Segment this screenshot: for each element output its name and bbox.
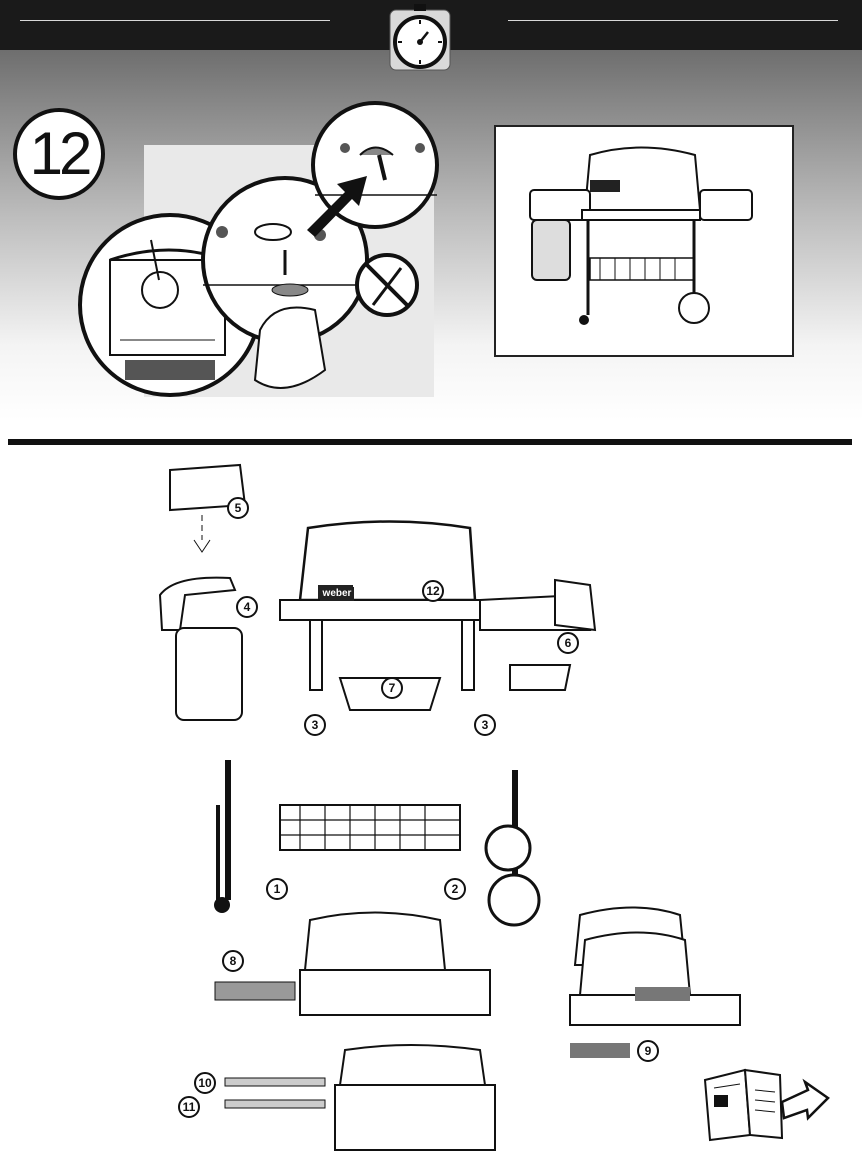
- assembly-overview-illustration: [150, 460, 610, 1160]
- callout-3-left: 3: [304, 714, 326, 736]
- continue-manual-icon: [700, 1060, 830, 1140]
- callout-3-right: 3: [474, 714, 496, 736]
- arrow-icon: [782, 1082, 828, 1118]
- callout-9: 9: [637, 1040, 659, 1062]
- callout-8: 8: [222, 950, 244, 972]
- callout-11: 11: [178, 1096, 200, 1118]
- callout-2: 2: [444, 878, 466, 900]
- weber-logo: weber: [320, 587, 354, 601]
- section-divider: [8, 439, 852, 445]
- callout-4: 4: [236, 596, 258, 618]
- stopwatch-icon: [388, 4, 452, 72]
- callout-1: 1: [266, 878, 288, 900]
- header-rule-left: [20, 20, 330, 21]
- step-illustration: [75, 110, 455, 410]
- callout-6: 6: [557, 632, 579, 654]
- assembled-grill-illustration: [510, 140, 780, 340]
- callout-7: 7: [381, 677, 403, 699]
- callout-12: 12: [422, 580, 444, 602]
- callout-5: 5: [227, 497, 249, 519]
- header-rule-right: [508, 20, 838, 21]
- callout-10: 10: [194, 1072, 216, 1094]
